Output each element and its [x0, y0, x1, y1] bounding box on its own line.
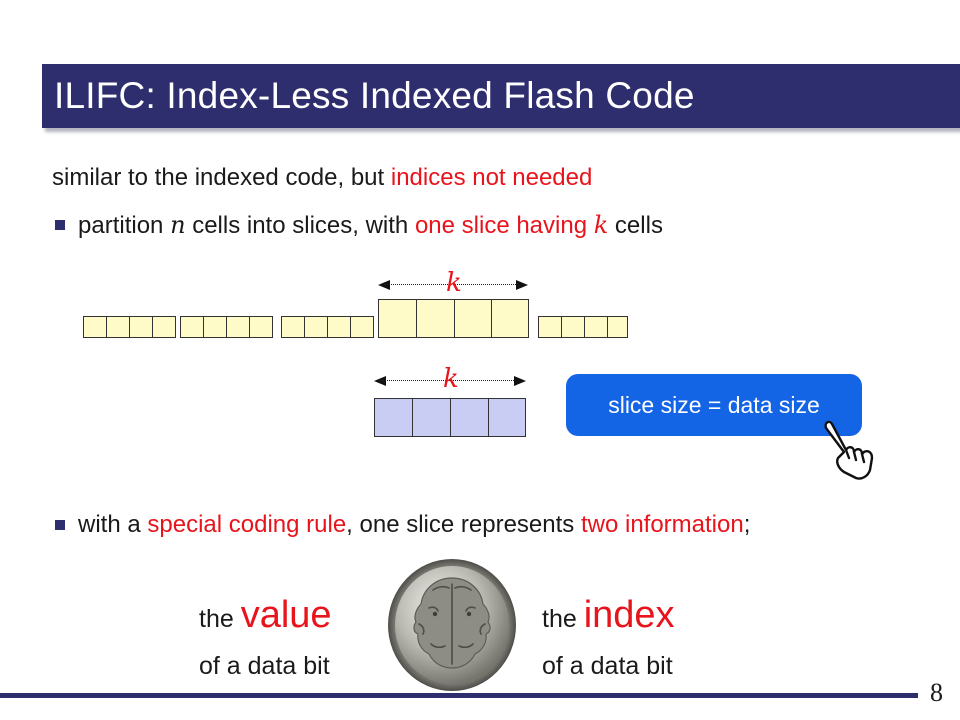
- title-bar: ILIFC: Index-Less Indexed Flash Code: [42, 64, 960, 128]
- bullet-2-text-a: with a: [78, 511, 148, 538]
- label-index: the index: [542, 596, 675, 634]
- footer-rule: [0, 693, 918, 698]
- k-width-arrow-bottom: [374, 376, 526, 386]
- large-slice-cell: [491, 299, 529, 338]
- bullet-marker: [55, 520, 65, 530]
- intro-text: similar to the indexed code, but: [52, 164, 391, 191]
- small-cell: [203, 316, 227, 338]
- bullet-1-text-b: cells into slices, with: [185, 212, 415, 239]
- var-n: n: [170, 211, 186, 239]
- small-cell: [129, 316, 153, 338]
- label-value-sub: of a data bit: [199, 652, 330, 680]
- small-cell: [249, 316, 273, 338]
- small-cell: [106, 316, 130, 338]
- small-cell: [152, 316, 176, 338]
- bullet-2: with a special coding rule, one slice re…: [78, 510, 750, 540]
- k-width-arrow-top: [378, 280, 528, 290]
- slide-title: ILIFC: Index-Less Indexed Flash Code: [54, 75, 695, 116]
- small-cell: [180, 316, 204, 338]
- bullet-1: partition n cells into slices, with one …: [78, 210, 663, 241]
- janus-coin-icon: [388, 559, 516, 691]
- bullet-1-text-a: partition: [78, 212, 171, 239]
- label-index-word: index: [583, 594, 675, 636]
- small-cell: [350, 316, 374, 338]
- bullet-2-text-c: ;: [743, 511, 751, 538]
- small-cell: [607, 316, 628, 338]
- bullet-1-highlight: one slice having: [414, 212, 594, 239]
- k-label-top: k: [446, 268, 462, 298]
- k-label-bottom: k: [443, 364, 459, 394]
- intro-highlight: indices not needed: [390, 164, 593, 191]
- small-cell: [226, 316, 250, 338]
- label-index-the: the: [542, 605, 584, 633]
- bullet-2-highlight-b: two information: [580, 511, 744, 538]
- small-cell: [281, 316, 305, 338]
- bullet-marker: [55, 220, 65, 230]
- var-k: k: [593, 211, 609, 239]
- small-cell: [561, 316, 585, 338]
- label-value-the: the: [199, 605, 241, 633]
- data-slice-cell: [374, 398, 413, 437]
- large-slice-cell: [416, 299, 455, 338]
- bullet-2-text-b: , one slice represents: [346, 511, 581, 538]
- small-cell: [538, 316, 562, 338]
- label-value-word: value: [240, 594, 332, 636]
- pointing-hand-icon: [824, 420, 874, 480]
- label-value: the value: [199, 596, 332, 634]
- data-slice-cell: [450, 398, 489, 437]
- small-cell: [304, 316, 328, 338]
- data-slice-cell: [488, 398, 526, 437]
- small-cell: [584, 316, 608, 338]
- data-slice-cell: [412, 398, 451, 437]
- label-index-sub: of a data bit: [542, 652, 673, 680]
- large-slice-cell: [454, 299, 492, 338]
- bullet-1-text-c: cells: [608, 212, 663, 239]
- small-cell: [83, 316, 107, 338]
- intro-line: similar to the indexed code, but indices…: [52, 163, 592, 193]
- page-number: 8: [930, 678, 943, 707]
- bullet-2-highlight-a: special coding rule: [147, 511, 347, 538]
- large-slice-cell: [378, 299, 417, 338]
- small-cell: [327, 316, 351, 338]
- slice-size-callout: slice size = data size: [566, 374, 862, 436]
